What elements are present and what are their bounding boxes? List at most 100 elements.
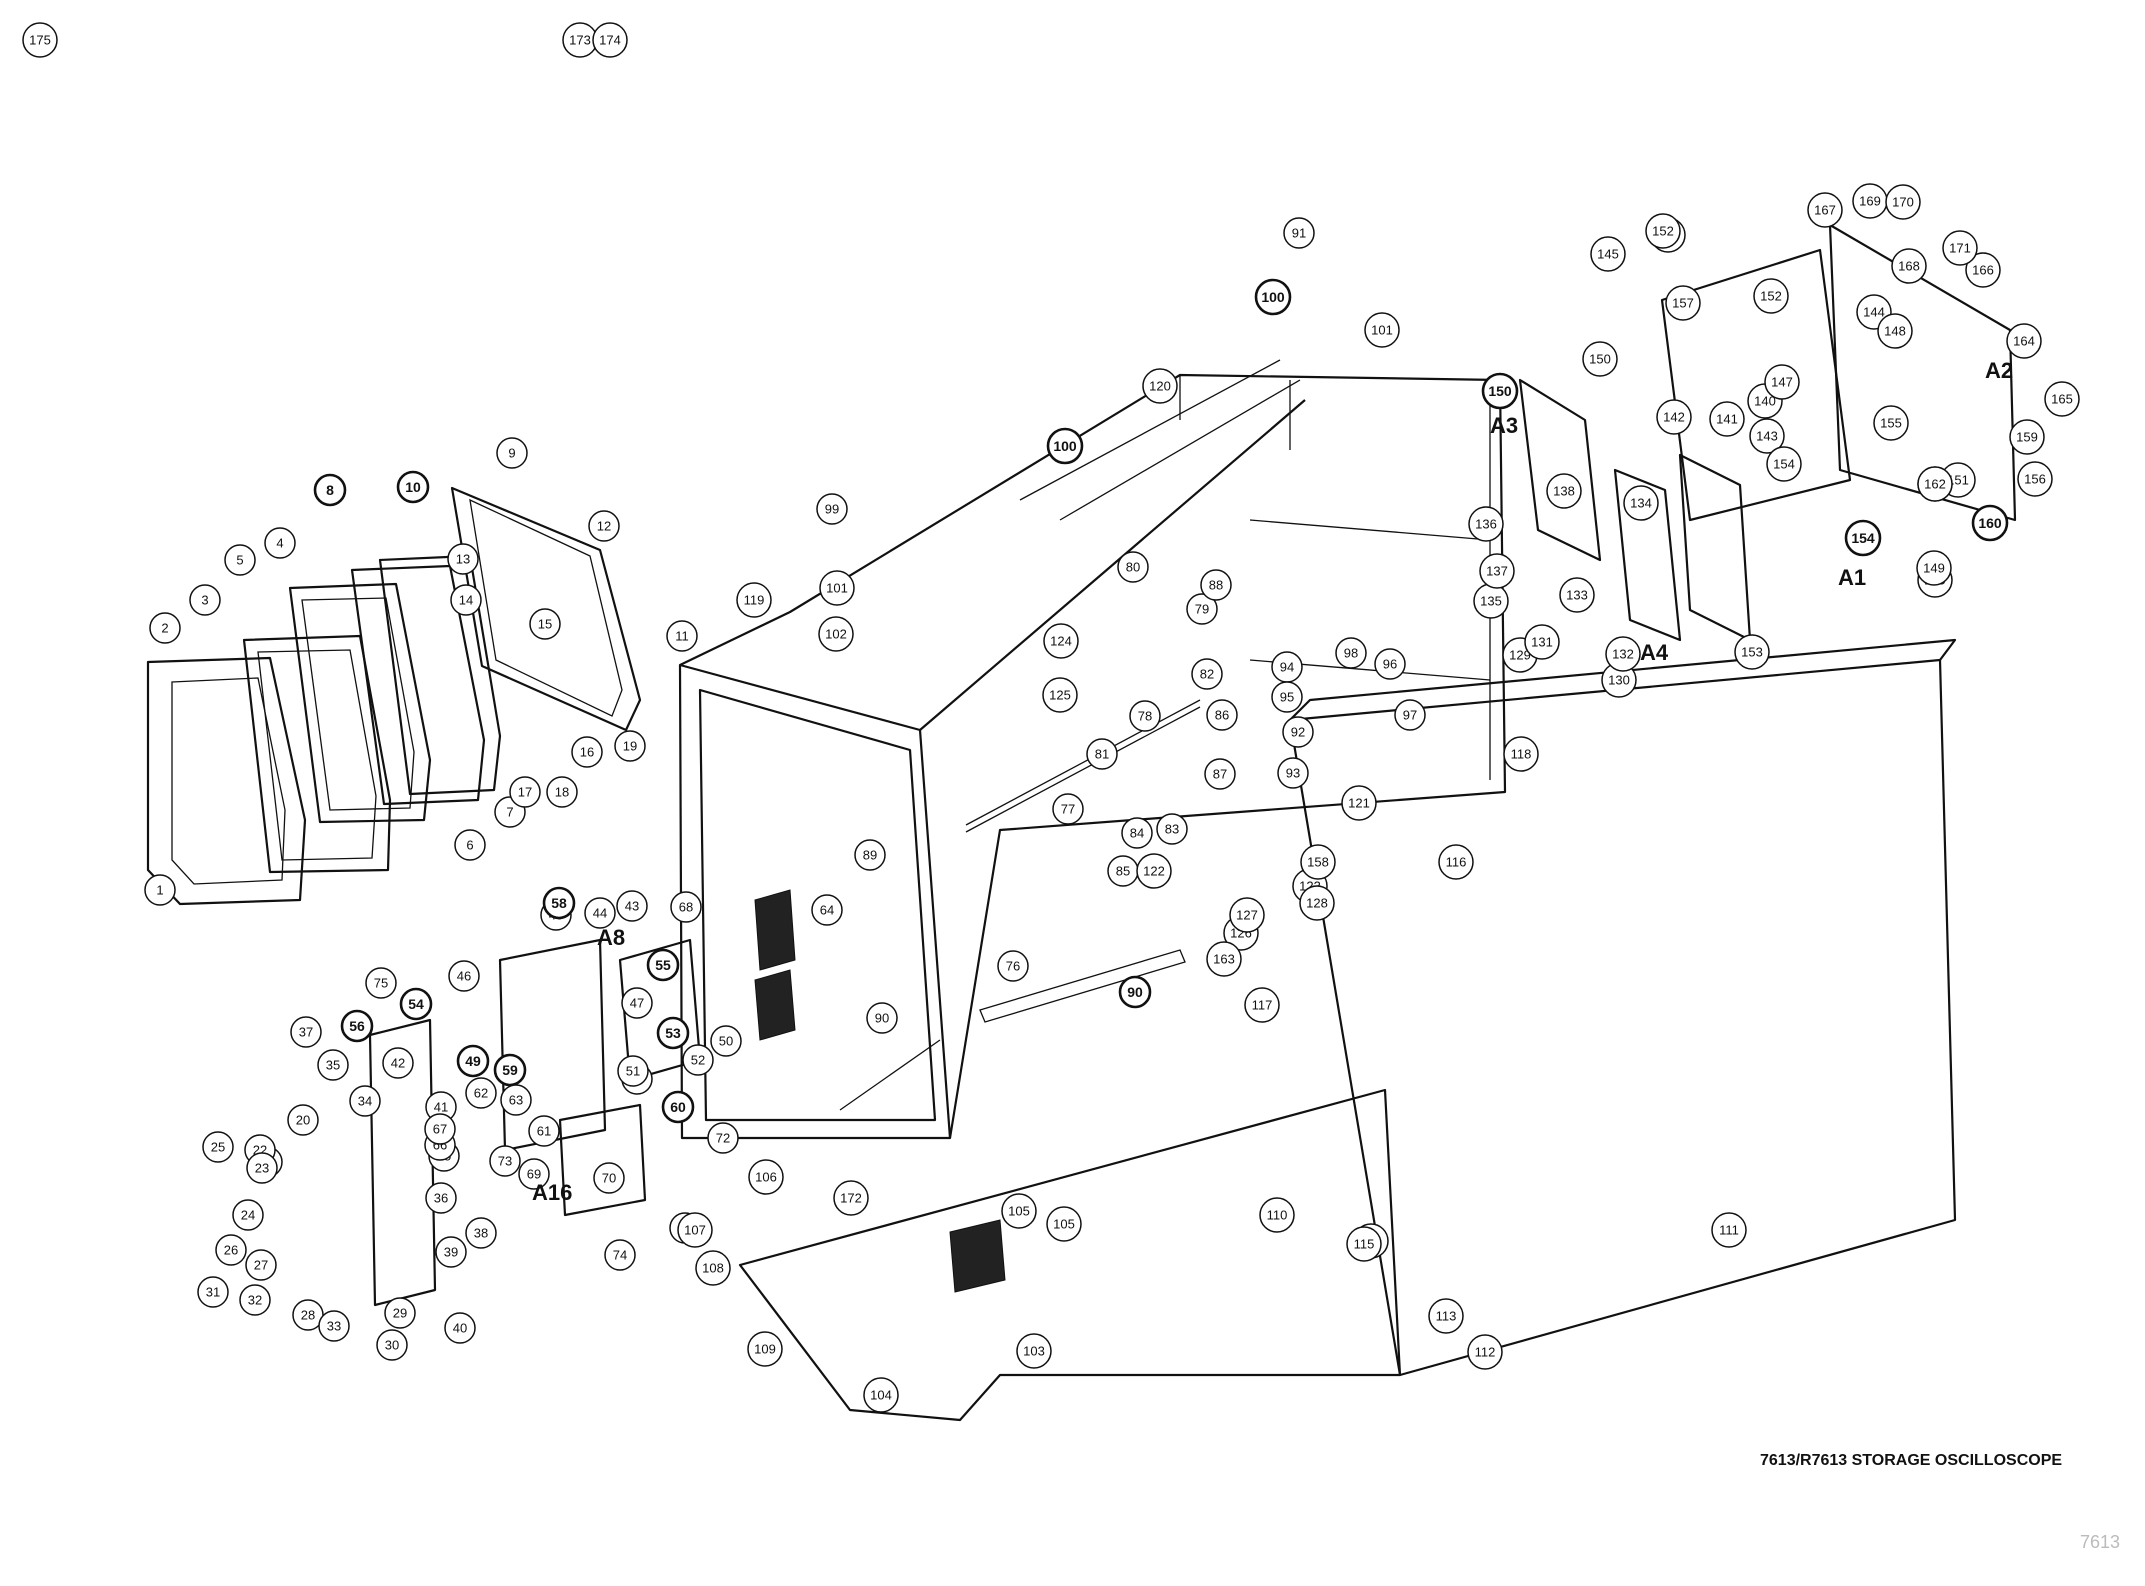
callout-number: 6 xyxy=(466,838,473,853)
callout-circle xyxy=(528,1115,560,1147)
callout-32: 32 xyxy=(239,1284,271,1316)
callout-100: 100 xyxy=(1046,427,1084,465)
callout-62: 62 xyxy=(465,1077,497,1109)
callout-number: 168 xyxy=(1898,259,1920,274)
callout-number: 163 xyxy=(1213,952,1235,967)
callout-8: 8 xyxy=(313,473,347,507)
callout-circle xyxy=(518,1158,550,1190)
callout-number: 108 xyxy=(702,1261,724,1276)
callout-circle xyxy=(197,1276,229,1308)
callout-147: 147 xyxy=(1764,364,1800,400)
callout-37: 37 xyxy=(290,1016,322,1048)
callout-number: 107 xyxy=(684,1223,706,1238)
callout-23: 23 xyxy=(246,1152,278,1184)
callout-131: 131 xyxy=(1524,624,1560,660)
callout-number: 127 xyxy=(1236,908,1258,923)
assembly-label: A8 xyxy=(597,925,625,950)
callout-circle xyxy=(542,886,576,920)
callout-circle xyxy=(509,776,541,808)
callout-164: 164 xyxy=(2006,323,2042,359)
callout-125: 125 xyxy=(1042,677,1078,713)
callout-44: 44 xyxy=(584,897,616,929)
callout-circle xyxy=(340,1009,374,1043)
callout-circle xyxy=(1118,975,1152,1009)
callout-circle xyxy=(1300,844,1336,880)
callout-number: 38 xyxy=(474,1226,488,1241)
callout-number: 104 xyxy=(870,1388,892,1403)
callout-number: 160 xyxy=(1978,515,2002,531)
callout-number: 15 xyxy=(538,617,552,632)
callout-number: 137 xyxy=(1486,564,1508,579)
callout-number: 145 xyxy=(1597,247,1619,262)
callout-number: 173 xyxy=(569,33,591,48)
callout-94: 94 xyxy=(1271,651,1303,683)
callout-61: 61 xyxy=(528,1115,560,1147)
callout-93: 93 xyxy=(1277,757,1309,789)
callout-circle xyxy=(670,891,702,923)
callout-circle xyxy=(1136,853,1172,889)
callout-number: 167 xyxy=(1814,203,1836,218)
callout-106: 106 xyxy=(748,1159,784,1195)
callout-68: 68 xyxy=(670,891,702,923)
callout-number: 169 xyxy=(1859,194,1881,209)
callout-number: 12 xyxy=(597,519,611,534)
callout-number: 171 xyxy=(1949,241,1971,256)
callout-circle xyxy=(318,1310,350,1342)
callout-circle xyxy=(748,1159,784,1195)
callout-100: 100 xyxy=(1254,278,1292,316)
callout-number: 89 xyxy=(863,848,877,863)
callout-circle xyxy=(1623,485,1659,521)
callout-circle xyxy=(656,1016,690,1050)
callout-16: 16 xyxy=(571,736,603,768)
callout-number: 132 xyxy=(1612,647,1634,662)
callout-number: 133 xyxy=(1566,588,1588,603)
callout-circle xyxy=(1546,473,1582,509)
callout-number: 100 xyxy=(1053,438,1077,454)
callout-99: 99 xyxy=(816,493,848,525)
callout-number: 37 xyxy=(299,1025,313,1040)
callout-circle xyxy=(1917,466,1953,502)
callout-circle xyxy=(854,839,886,871)
callout-122: 122 xyxy=(1136,853,1172,889)
callout-number: 124 xyxy=(1050,634,1072,649)
callout-36: 36 xyxy=(425,1182,457,1214)
callout-50: 50 xyxy=(710,1025,742,1057)
callout-137: 137 xyxy=(1479,553,1515,589)
callout-number: 153 xyxy=(1741,645,1763,660)
callout-number: 16 xyxy=(580,745,594,760)
callout-165: 165 xyxy=(2044,381,2080,417)
callout-number: 156 xyxy=(2024,472,2046,487)
callout-circle xyxy=(621,987,653,1019)
callout-number: 31 xyxy=(206,1285,220,1300)
callout-53: 53 xyxy=(656,1016,690,1050)
callout-35: 35 xyxy=(317,1049,349,1081)
callout-circle xyxy=(1709,401,1745,437)
callout-175: 175 xyxy=(22,22,58,58)
callout-174: 174 xyxy=(592,22,628,58)
callout-105: 105 xyxy=(1001,1193,1037,1229)
callout-circle xyxy=(695,1250,731,1286)
callout-circle xyxy=(1046,1206,1082,1242)
callout-110: 110 xyxy=(1259,1197,1295,1233)
callout-circle xyxy=(465,1217,497,1249)
callout-circle xyxy=(1582,341,1618,377)
callout-number: 29 xyxy=(393,1306,407,1321)
callout-number: 2 xyxy=(161,621,168,636)
callout-number: 118 xyxy=(1511,747,1532,762)
callout-number: 20 xyxy=(296,1113,310,1128)
callout-number: 11 xyxy=(675,629,689,644)
callout-circle xyxy=(1229,897,1265,933)
callout-88: 88 xyxy=(1200,569,1232,601)
callout-number: 69 xyxy=(527,1167,541,1182)
callout-number: 47 xyxy=(630,996,644,1011)
callout-circle xyxy=(2044,381,2080,417)
callout-40: 40 xyxy=(444,1312,476,1344)
callout-number: 53 xyxy=(665,1025,681,1041)
callout-number: 121 xyxy=(1348,796,1370,811)
callout-circle xyxy=(1885,184,1921,220)
callout-28: 28 xyxy=(292,1299,324,1331)
callout-circle xyxy=(1043,623,1079,659)
callout-116: 116 xyxy=(1438,844,1474,880)
callout-circle xyxy=(382,1047,414,1079)
callout-circle xyxy=(816,493,848,525)
